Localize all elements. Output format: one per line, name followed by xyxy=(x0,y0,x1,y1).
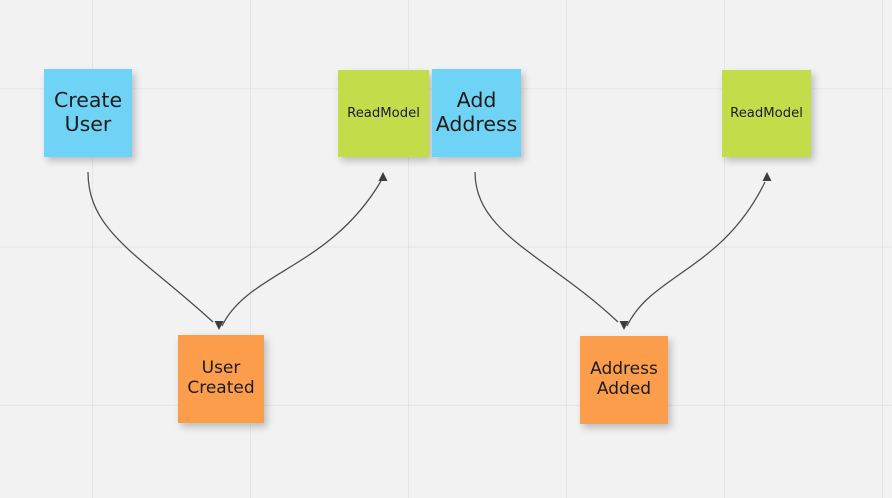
sticky-note-line-1: Address xyxy=(590,359,658,380)
sticky-note-line-1: User xyxy=(201,358,241,379)
connector-add-address-to-address-added xyxy=(474,171,619,323)
sticky-note-label: ReadModel xyxy=(343,106,424,121)
sticky-note-line-1: Create xyxy=(53,88,123,113)
arrowhead-user-created-to-readmodel-left xyxy=(378,172,388,181)
sticky-note-readmodel-right[interactable]: ReadModel xyxy=(722,70,811,157)
sticky-note-label: ReadModel xyxy=(726,106,807,121)
sticky-note-line-1: ReadModel xyxy=(347,105,420,121)
sticky-note-line-2: Added xyxy=(596,379,652,399)
connector-address-added-to-readmodel-right xyxy=(626,181,766,327)
connector-user-created-to-readmodel-left xyxy=(221,180,382,327)
connector-create-user-to-user-created xyxy=(87,171,214,323)
arrowhead-address-added-to-readmodel-right xyxy=(762,172,772,181)
sticky-note-line-2: Address xyxy=(435,112,518,136)
sticky-note-line-2: User xyxy=(64,112,112,136)
arrowhead-create-user-to-user-created xyxy=(214,321,224,330)
sticky-note-line-1: ReadModel xyxy=(730,105,803,121)
sticky-note-readmodel-left[interactable]: ReadModel xyxy=(338,70,429,157)
sticky-note-line-2: Created xyxy=(187,378,255,398)
arrowhead-add-address-to-address-added xyxy=(619,321,629,330)
sticky-note-line-1: Add xyxy=(456,88,497,113)
